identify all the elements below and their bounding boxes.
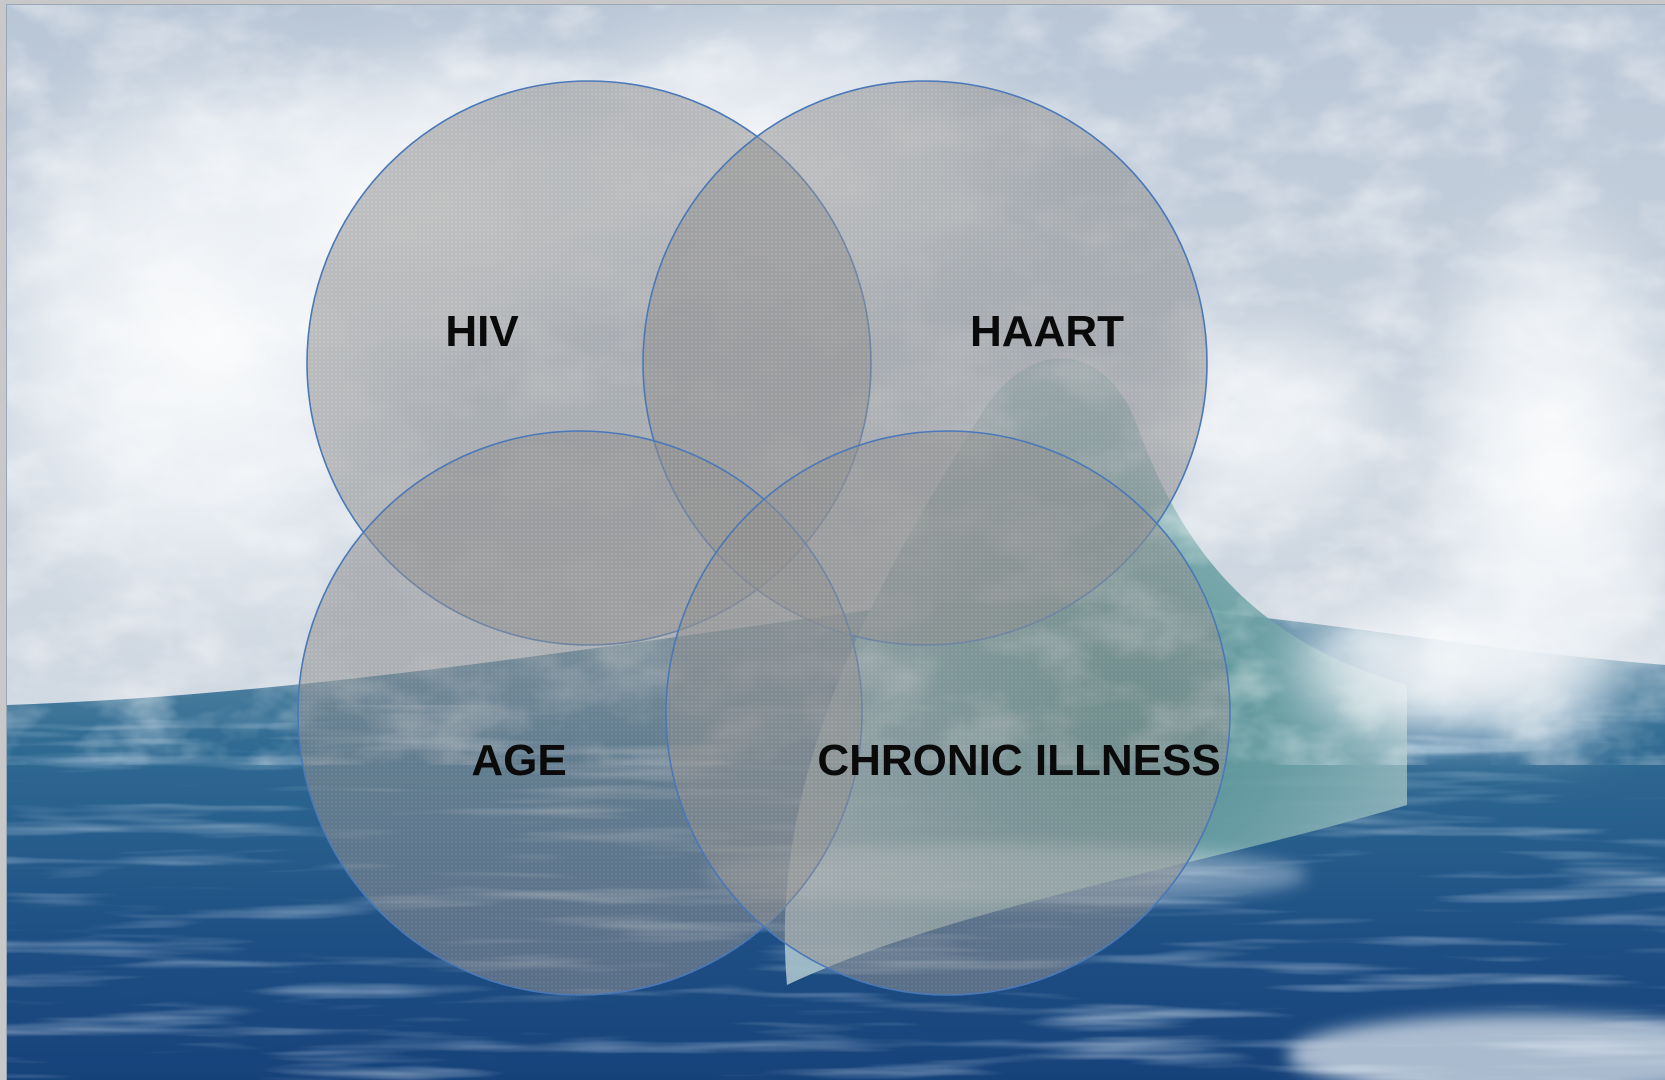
venn-diagram: HIV HAART AGE CHRONIC ILLNESS (7, 5, 1665, 1080)
label-haart: HAART (970, 307, 1124, 356)
image-frame: HIV HAART AGE CHRONIC ILLNESS (6, 4, 1665, 1080)
label-age: AGE (471, 736, 566, 785)
label-chronic-illness: CHRONIC ILLNESS (817, 736, 1220, 785)
venn-circles (298, 81, 1230, 995)
chronic-illness-circle (666, 431, 1230, 995)
label-hiv: HIV (445, 307, 519, 356)
